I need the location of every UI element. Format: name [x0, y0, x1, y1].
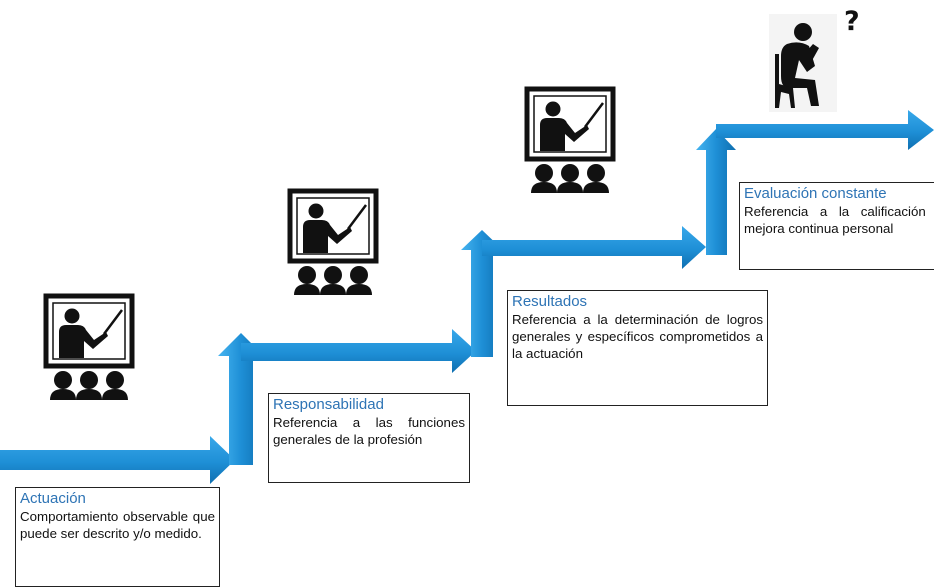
arrow-step-2 — [241, 329, 476, 373]
step-description: Referencia a las funciones generales de … — [273, 415, 465, 447]
step-title: Actuación — [20, 490, 86, 507]
arrow-step-1 — [0, 436, 235, 484]
teacher-presentation-icon-3 — [527, 89, 613, 193]
step-title: Resultados — [512, 293, 588, 310]
arrow-step-4 — [716, 110, 934, 150]
arrow-step-3 — [482, 226, 706, 269]
arrow-up-2 — [461, 230, 503, 357]
step-box-resultados: Resultados Referencia a la determinación… — [507, 290, 768, 406]
step-box-evaluacion: Evaluación constante Referencia a la cal… — [739, 182, 934, 270]
arrow-up-1 — [218, 333, 264, 465]
step-title: Responsabilidad — [273, 396, 384, 413]
teacher-presentation-icon-1 — [46, 296, 132, 400]
step-description: Referencia a la calificación y mejora co… — [744, 204, 934, 236]
step-description: Referencia a la determinación de logros … — [512, 312, 763, 361]
step-box-actuacion: Actuación Comportamiento observable que … — [15, 487, 220, 587]
step-title: Evaluación constante — [744, 185, 887, 202]
arrow-up-3 — [696, 129, 736, 255]
step-box-responsabilidad: Responsabilidad Referencia a las funcion… — [268, 393, 470, 483]
thinking-person-icon — [769, 14, 837, 112]
step-description: Comportamiento observable que puede ser … — [20, 509, 215, 541]
question-mark: ? — [844, 6, 860, 37]
teacher-presentation-icon-2 — [290, 191, 376, 295]
